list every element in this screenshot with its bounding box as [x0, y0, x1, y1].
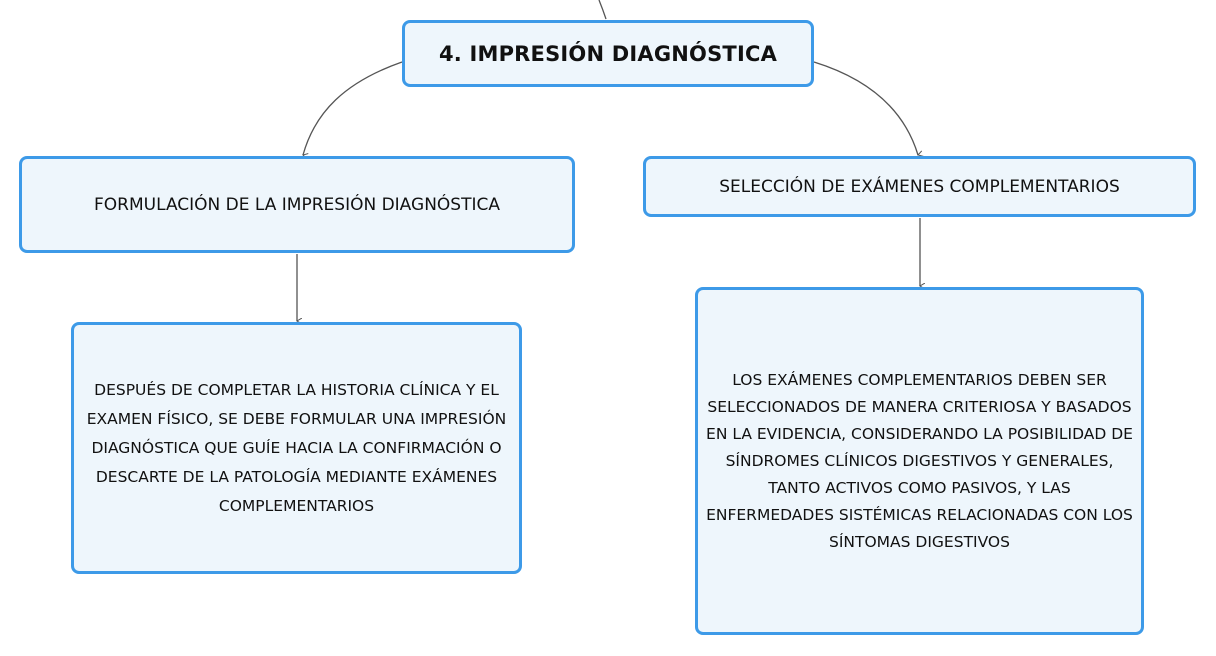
connector-root-to-right-branch: [813, 61, 918, 155]
root-node[interactable]: 4. IMPRESIÓN DIAGNÓSTICA: [402, 20, 814, 87]
detail-node-formulation[interactable]: DESPUÉS DE COMPLETAR LA HISTORIA CLÍNICA…: [71, 322, 522, 574]
branch-node-exam-selection[interactable]: SELECCIÓN DE EXÁMENES COMPLEMENTARIOS: [643, 156, 1196, 217]
connector-root-to-left-branch: [303, 61, 403, 155]
branch-node-exam-selection-label: SELECCIÓN DE EXÁMENES COMPLEMENTARIOS: [719, 176, 1120, 197]
connector-incoming-root: [598, 0, 607, 20]
branch-node-formulation[interactable]: FORMULACIÓN DE LA IMPRESIÓN DIAGNÓSTICA: [19, 156, 575, 253]
branch-node-formulation-label: FORMULACIÓN DE LA IMPRESIÓN DIAGNÓSTICA: [94, 194, 500, 215]
detail-node-exam-selection[interactable]: LOS EXÁMENES COMPLEMENTARIOS DEBEN SER S…: [695, 287, 1144, 635]
root-node-label: 4. IMPRESIÓN DIAGNÓSTICA: [438, 41, 778, 66]
detail-node-formulation-text: DESPUÉS DE COMPLETAR LA HISTORIA CLÍNICA…: [86, 380, 507, 515]
detail-node-exam-selection-text: LOS EXÁMENES COMPLEMENTARIOS DEBEN SER S…: [706, 370, 1133, 551]
